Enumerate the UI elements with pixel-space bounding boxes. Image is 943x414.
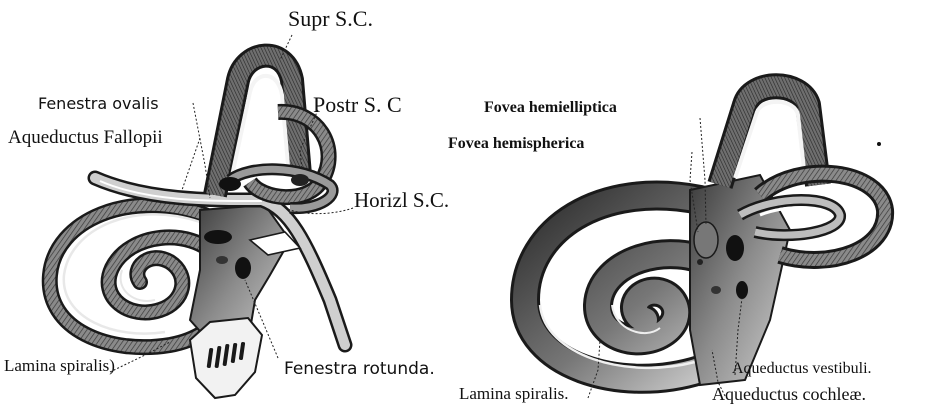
label-lamina-spiralis-left: Lamina spiralis) [4, 357, 115, 374]
right-labyrinth [525, 86, 885, 398]
label-superior-canal: Supr S.C. [288, 8, 373, 30]
label-fovea-hemielliptica: Fovea hemielliptica [484, 100, 617, 116]
label-fovea-hemispherica: Fovea hemispherica [448, 136, 584, 152]
label-lamina-spiralis-right: Lamina spiralis. [459, 385, 569, 402]
left-labyrinth [50, 35, 353, 398]
label-aqueductus-vestibuli: Aqueductus vestibuli. [732, 361, 872, 377]
stray-ink-dot [877, 142, 881, 146]
label-horizontal-canal: Horizl S.C. [354, 190, 449, 211]
label-posterior-canal: Postr S. C [313, 94, 402, 116]
label-fenestra-rotunda: Fenestra rotunda. [284, 361, 435, 378]
label-aqueductus-fallopii: Aqueductus Fallopii [8, 128, 163, 147]
label-fenestra-ovalis: Fenestra ovalis [38, 96, 159, 112]
label-aqueductus-cochleae: Aqueductus cochleæ. [712, 385, 866, 403]
left-semicircular-canals [215, 56, 333, 209]
left-bone-fragment [190, 318, 262, 398]
